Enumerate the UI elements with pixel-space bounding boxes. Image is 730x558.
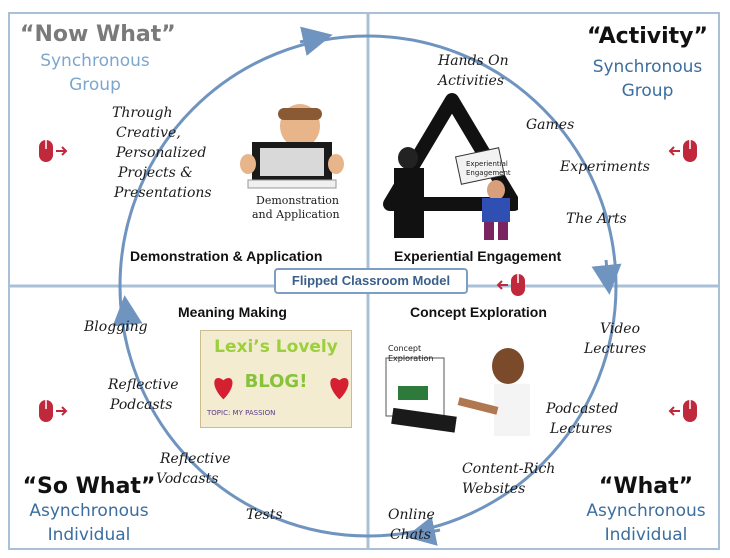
mouse-click-icon	[39, 400, 68, 422]
tl-item-2: Creative,	[116, 125, 181, 141]
br-item-online: Online	[388, 507, 435, 523]
br-item-lectures-1: Lectures	[584, 341, 647, 357]
concept-exploration-label: Concept Exploration	[410, 304, 547, 320]
br-item-video: Video	[600, 321, 641, 337]
what-sub2: Individual	[604, 525, 688, 545]
flipped-classroom-model-label: Flipped Classroom Model	[274, 268, 468, 294]
cycle-arrow-top	[299, 26, 333, 56]
mouse-click-icon	[668, 400, 697, 422]
tr-item-activities: Activities	[438, 73, 505, 89]
tr-item-hands-on: Hands On	[438, 53, 509, 69]
br-item-lectures-2: Lectures	[550, 421, 613, 437]
so-what-sub2: Individual	[47, 525, 131, 545]
experiential-caption-2: Engagement	[466, 169, 511, 177]
blog-topic: TOPIC: MY PASSION	[207, 409, 276, 417]
bl-item-podcasts: Podcasts	[110, 397, 173, 413]
experiential-photo	[383, 93, 518, 240]
cycle-arrow-right	[591, 259, 622, 295]
blog-image: Lexi’s Lovely BLOG! TOPIC: MY PASSION	[200, 330, 352, 428]
meaning-making-label: Meaning Making	[178, 304, 287, 320]
activity-sub1: Synchronous	[592, 57, 703, 77]
bl-item-reflective-2: Reflective	[160, 451, 231, 467]
tl-item-5: Presentations	[114, 185, 212, 201]
what-title: “What”	[598, 474, 694, 499]
demonstration-photo	[240, 104, 344, 189]
tl-item-1: Through	[112, 105, 173, 121]
concept-caption-2: Exploration	[388, 354, 434, 363]
mouse-click-icon	[668, 140, 697, 162]
activity-title: “Activity”	[587, 24, 708, 49]
bl-item-reflective-1: Reflective	[108, 377, 179, 393]
tl-item-4: Projects &	[118, 165, 193, 181]
mouse-click-icon	[496, 274, 525, 296]
experiential-engagement-label: Experiential Engagement	[394, 248, 562, 264]
what-sub1: Asynchronous	[586, 501, 706, 521]
concept-exploration-photo	[385, 348, 530, 436]
so-what-sub1: Asynchronous	[29, 501, 149, 521]
demonstration-application-label: Demonstration & Application	[130, 248, 323, 264]
heart-icons	[214, 378, 349, 400]
experiential-caption-1: Experiential	[466, 160, 508, 168]
cycle-arrow-bottom	[405, 516, 441, 546]
tr-item-experiments: Experiments	[560, 159, 650, 175]
demonstration-caption-1: Demonstration	[256, 194, 339, 207]
tr-item-the-arts: The Arts	[566, 211, 627, 227]
tl-item-3: Personalized	[116, 145, 207, 161]
blog-word: BLOG!	[244, 371, 308, 392]
now-what-title: “Now What”	[20, 22, 176, 47]
mouse-click-icon	[39, 140, 68, 162]
br-item-websites: Websites	[462, 481, 526, 497]
blog-title: Lexi’s Lovely	[214, 337, 338, 357]
br-item-podcasted: Podcasted	[546, 401, 619, 417]
bl-item-tests: Tests	[246, 507, 283, 523]
tr-item-games: Games	[526, 117, 575, 133]
cycle-arrow-left	[112, 295, 143, 331]
now-what-sub1: Synchronous	[40, 51, 150, 71]
activity-sub2: Group	[621, 81, 674, 101]
br-item-content-rich: Content-Rich	[462, 461, 556, 477]
bl-item-vodcasts: Vodcasts	[156, 471, 219, 487]
concept-caption-1: Concept	[388, 344, 422, 353]
so-what-title: “So What”	[22, 474, 156, 499]
now-what-sub2: Group	[69, 75, 121, 95]
demonstration-caption-2: and Application	[252, 208, 340, 221]
br-item-chats: Chats	[390, 527, 431, 543]
bl-item-blogging: Blogging	[84, 319, 148, 335]
